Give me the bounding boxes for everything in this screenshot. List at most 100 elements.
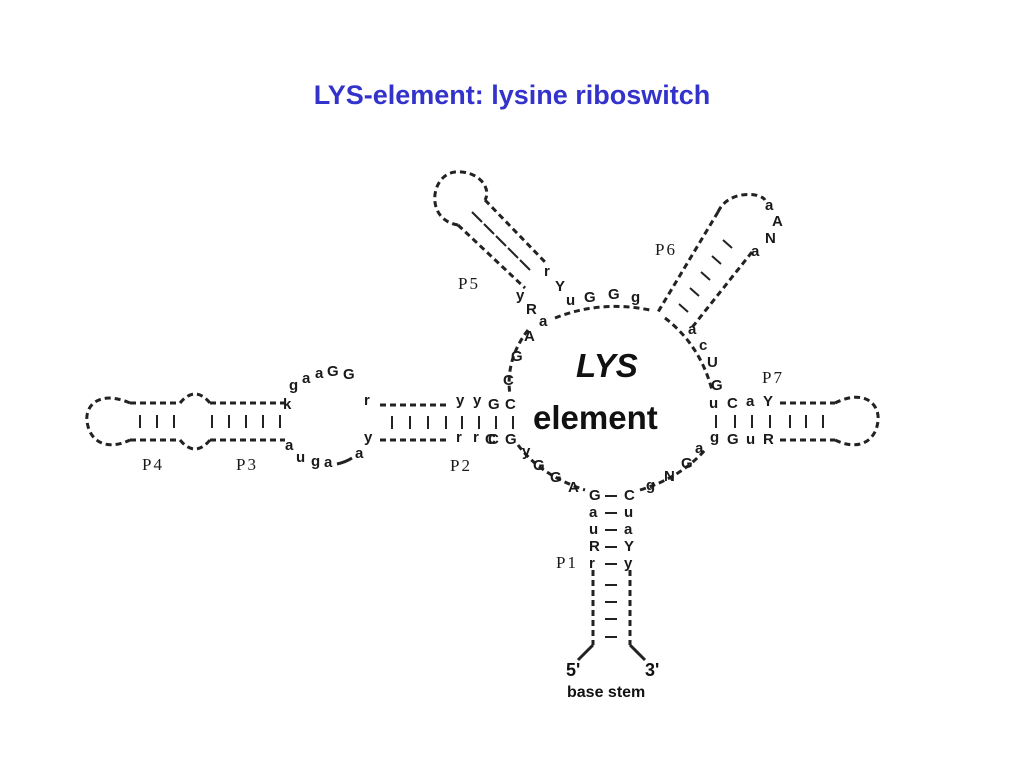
- nt: g: [710, 429, 719, 446]
- helix-label-p6: P6: [655, 240, 677, 259]
- p1-end-right: [628, 643, 647, 662]
- nt: R: [526, 301, 537, 318]
- nt: u: [746, 431, 755, 448]
- nt: r: [473, 429, 479, 446]
- nt: U: [707, 354, 718, 371]
- p1-right-nucleotides: C u a Y y: [624, 487, 635, 572]
- nt: u: [589, 521, 598, 538]
- p5-strand-outer: [456, 223, 527, 290]
- p6-nucleotides: a A N a: [751, 197, 783, 260]
- nt: g: [631, 289, 640, 306]
- p4-hairpin-loop: [85, 396, 131, 447]
- nt: g: [646, 477, 655, 494]
- helix-label-p2: P2: [450, 456, 472, 475]
- nt: G: [343, 366, 355, 383]
- nt: C: [505, 396, 516, 413]
- ring-arc-right: [664, 316, 714, 391]
- nt: u: [296, 449, 305, 466]
- nt: C: [503, 372, 514, 389]
- p1-bonds: [605, 495, 617, 638]
- nt: R: [763, 431, 774, 448]
- helix-label-p3: P3: [236, 455, 258, 474]
- ring-bottom-left-nucleotides: y G G A: [522, 443, 579, 496]
- p7-top-nucleotides: a Y: [746, 393, 773, 410]
- page-title: LYS-element: lysine riboswitch: [313, 80, 711, 110]
- p2-bonds: [391, 416, 514, 429]
- nt: G: [681, 455, 693, 472]
- nt: a: [589, 504, 598, 521]
- nt: y: [364, 429, 373, 446]
- three-prime-label: 3': [645, 660, 659, 680]
- nt: G: [608, 286, 620, 303]
- p4-bulge-top: [178, 392, 212, 404]
- nt: A: [772, 213, 783, 230]
- helix-label-p4: P4: [142, 455, 164, 474]
- ring-arc-left: [507, 329, 530, 396]
- center-label-element: element: [533, 399, 658, 436]
- nt: G: [589, 487, 601, 504]
- ring-bottom-right-nucleotides: a G N g: [646, 440, 704, 494]
- nt: g: [289, 377, 298, 394]
- nt: G: [533, 457, 545, 474]
- nt: Y: [624, 538, 634, 555]
- ring-arc-bottom-right: [639, 449, 707, 492]
- nt: C: [727, 395, 738, 412]
- nt: a: [285, 437, 294, 454]
- nt: a: [746, 393, 755, 410]
- helix-label-p1: P1: [556, 553, 578, 572]
- nt: a: [751, 243, 760, 260]
- nt: a: [688, 321, 697, 338]
- p7-bottom-nucleotides: u R: [746, 431, 774, 448]
- p6-strand-inner: [688, 251, 754, 331]
- nt: G: [550, 469, 562, 486]
- nt: G: [584, 289, 596, 306]
- nt: u: [624, 504, 633, 521]
- nt: A: [524, 328, 535, 345]
- helix-label-p7: P7: [762, 368, 784, 387]
- p3-loop-link: [336, 456, 353, 466]
- nt: g: [311, 453, 320, 470]
- p3-p4-bonds: [139, 415, 281, 428]
- nt: N: [664, 468, 675, 485]
- nt: k: [283, 396, 292, 413]
- nt: C: [485, 431, 496, 448]
- ring-left-nucleotides: A G C C: [485, 328, 535, 448]
- nt: r: [456, 429, 462, 446]
- nt: r: [544, 263, 550, 280]
- p1-left-nucleotides: G a u R r: [589, 487, 601, 572]
- nt: G: [505, 431, 517, 448]
- p3-top-nucleotides: k g a a G G r: [283, 363, 370, 413]
- nt: a: [539, 313, 548, 330]
- p6-hairpin-loop: [716, 192, 767, 213]
- nt: a: [695, 440, 704, 457]
- p6-bonds: [678, 239, 733, 313]
- nt: Y: [763, 393, 773, 410]
- ring-top-nucleotides: u G G g: [566, 286, 640, 309]
- nt: y: [516, 287, 525, 304]
- p2-bottom-nucleotides: r r C G: [456, 429, 517, 448]
- nt: a: [324, 454, 333, 471]
- p5-hairpin-loop: [433, 170, 489, 227]
- nt: C: [624, 487, 635, 504]
- p4-bulge-bottom: [178, 439, 212, 451]
- p2-top-nucleotides: y y G C: [456, 392, 516, 413]
- nt: y: [456, 392, 465, 409]
- center-label-lys: LYS: [576, 347, 638, 384]
- nt: G: [327, 363, 339, 380]
- nt: u: [566, 292, 575, 309]
- ring-right-nucleotides: a c U G u C g G: [688, 321, 739, 448]
- nt: R: [589, 538, 600, 555]
- p6-strand-outer: [656, 211, 720, 313]
- nt: r: [589, 555, 595, 572]
- nt: c: [699, 337, 707, 354]
- base-stem-label: base stem: [567, 684, 645, 701]
- p7-bonds: [715, 415, 824, 428]
- p5-strand-inner: [483, 198, 547, 264]
- helix-label-p5: P5: [458, 274, 480, 293]
- nt: A: [568, 479, 579, 496]
- nt: a: [302, 370, 311, 387]
- nt: y: [624, 555, 633, 572]
- nt: a: [765, 197, 774, 214]
- nt: a: [355, 445, 364, 462]
